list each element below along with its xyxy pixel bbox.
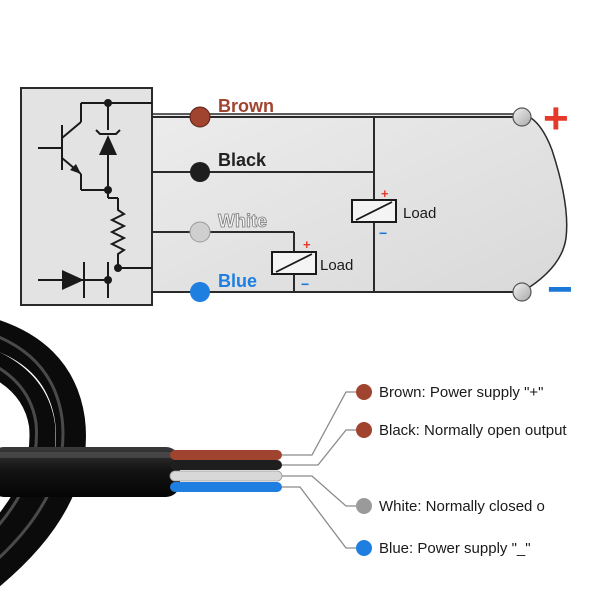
blue-wire-node [190, 282, 210, 302]
white-wire-label: White [218, 211, 267, 231]
diode-arrow-icon [62, 270, 84, 290]
zener-diode-icon [99, 135, 117, 155]
minus-sign: − [547, 265, 573, 314]
load-2-plus: + [303, 237, 311, 252]
legend-brown-text: Brown: Power supply "+" [379, 384, 543, 401]
negative-terminal [512, 282, 532, 302]
load-2-label: Load [320, 257, 353, 274]
brown-wire-label: Brown [218, 96, 274, 116]
leader-lines [282, 391, 356, 549]
load-1-minus: − [379, 225, 387, 241]
blue-wire-label: Blue [218, 271, 257, 291]
brown-wire-node [189, 106, 211, 128]
load-1-plus: + [381, 186, 389, 201]
cable-coil [0, 320, 86, 587]
load-2-minus: − [301, 276, 309, 292]
zener-bar-icon [95, 129, 121, 135]
legend-blue-text: Blue: Power supply "_" [379, 540, 531, 557]
legend-blue-dot [356, 540, 372, 556]
circuit-wires [152, 116, 522, 293]
transistor-arrow-icon [70, 164, 81, 174]
legend-black-text: Black: Normally open output [379, 422, 567, 439]
load-1-label: Load [403, 205, 436, 222]
sensor-box [20, 87, 153, 306]
load-1: Load + − [351, 186, 436, 241]
load-2: Load + − [271, 237, 353, 292]
cable-jacket [0, 447, 180, 497]
cable-wires [169, 450, 283, 492]
legend-brown-dot [356, 384, 372, 400]
white-wire-node [189, 221, 211, 243]
legend-white-dot [356, 498, 372, 514]
positive-terminal [512, 107, 532, 127]
legend-black-dot [356, 422, 372, 438]
plus-sign: + [543, 94, 569, 143]
black-wire-node [190, 162, 210, 182]
legend-white-text: White: Normally closed o [379, 498, 545, 515]
black-wire-label: Black [218, 150, 267, 170]
